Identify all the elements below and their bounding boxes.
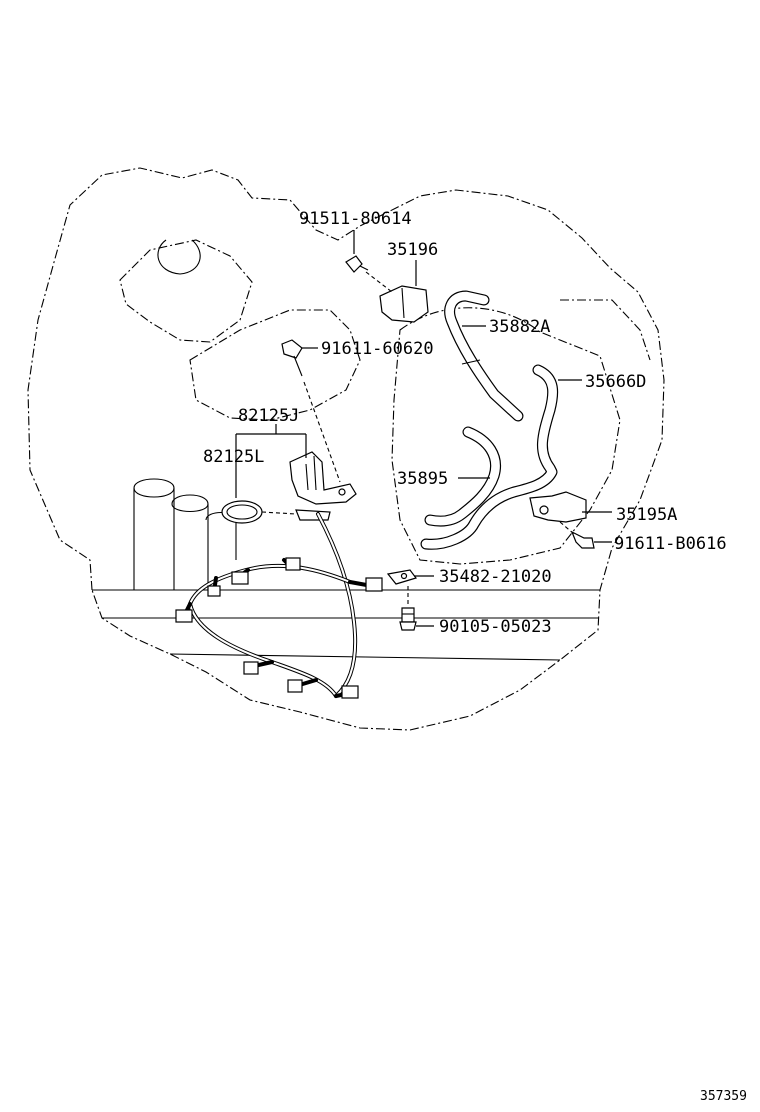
hose-35882a — [444, 290, 524, 422]
figure-number: 357359 — [700, 1089, 747, 1104]
label-82125j: 82125J — [238, 406, 299, 426]
bolt-90105-05023 — [399, 607, 417, 631]
harness-connectors — [175, 557, 383, 699]
o-ring-82125l — [221, 500, 297, 524]
label-35666d: 35666D — [585, 372, 646, 392]
bolt-91611-60620 — [281, 339, 341, 483]
label-35895: 35895 — [397, 469, 448, 489]
hose-35895 — [424, 426, 501, 527]
label-91511-80614: 91511-80614 — [299, 209, 412, 229]
label-35482-21020: 35482-21020 — [439, 567, 552, 587]
wire-harness — [182, 512, 374, 698]
label-91611-b0616: 91611-B0616 — [614, 534, 727, 554]
leader-lines — [235, 230, 612, 627]
bolt-91611-b0616 — [559, 521, 595, 549]
transmission-housing — [27, 167, 665, 731]
clamp-35196 — [379, 285, 429, 323]
bolt-91511-80614 — [345, 255, 393, 293]
clamp-35195a — [529, 491, 587, 523]
label-91611-60620: 91611-60620 — [321, 339, 434, 359]
label-35196: 35196 — [387, 240, 438, 260]
label-35882a: 35882A — [489, 317, 550, 337]
hose-35666d — [420, 364, 559, 550]
sensor-82125j — [289, 451, 357, 521]
bracket-35482-21020 — [386, 569, 417, 604]
label-35195a: 35195A — [616, 505, 677, 525]
label-90105-05023: 90105-05023 — [439, 617, 552, 637]
label-82125l: 82125L — [203, 447, 264, 467]
